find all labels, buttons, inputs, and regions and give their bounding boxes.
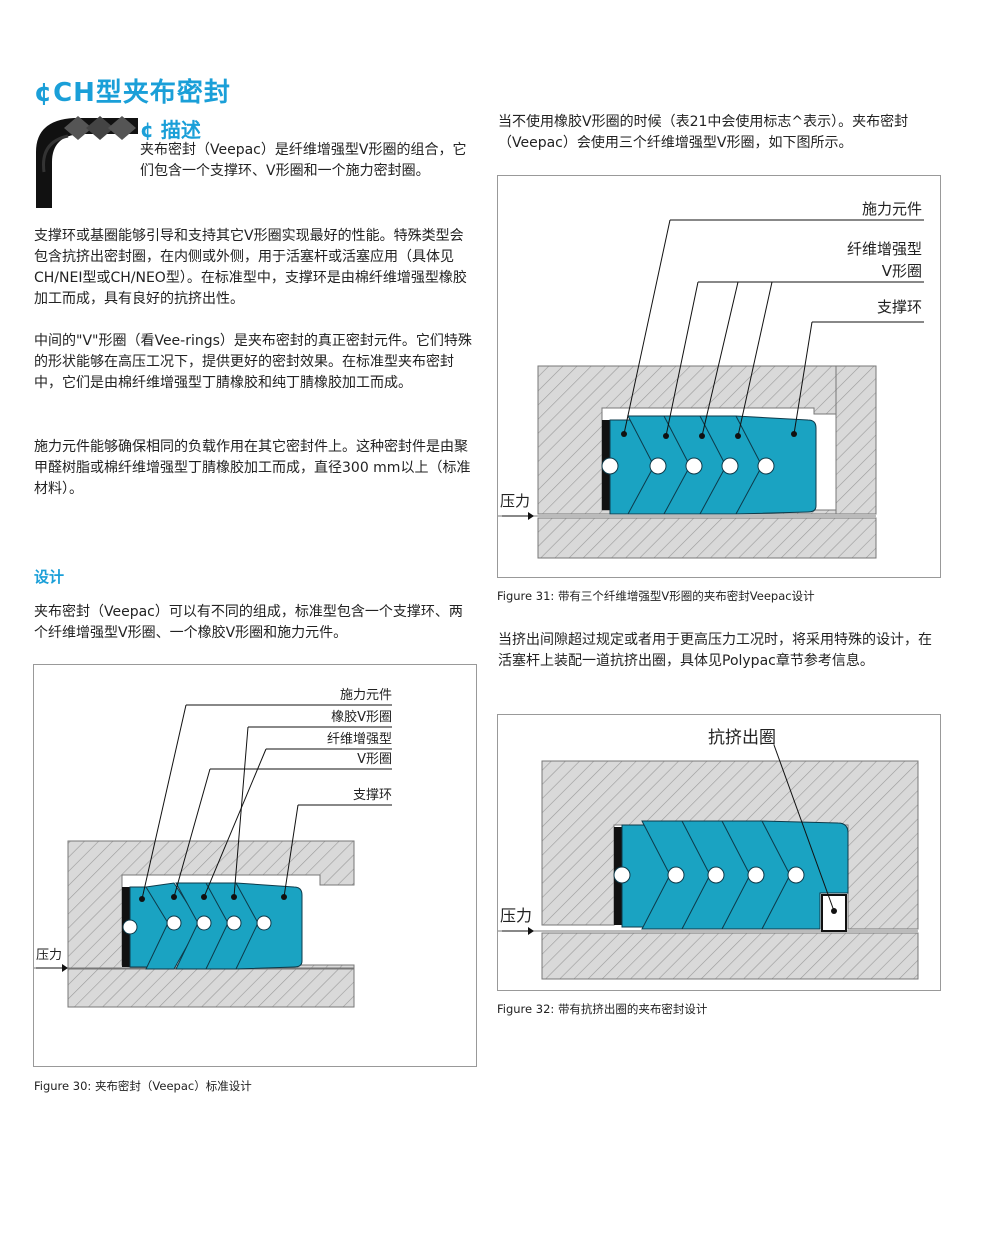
design-heading: 设计 — [34, 568, 65, 586]
seal-stack — [601, 415, 817, 515]
figure-30-caption: Figure 30: 夹布密封（Veepac）标准设计 — [34, 1079, 252, 1093]
figure-32: 抗挤出圈 压力 — [497, 714, 941, 991]
figure-31-caption: Figure 31: 带有三个纤维增强型V形圈的夹布密封Veepac设计 — [497, 589, 815, 603]
design-paragraph: 夹布密封（Veepac）可以有不同的组成，标准型包含一个支撑环、两个纤维增强型V… — [34, 604, 463, 641]
label-v-ring: V形圈 — [357, 752, 392, 767]
section-subtitle: ¢ 描述 — [140, 118, 201, 142]
figure-31: 施力元件 纤维增强型 V形圈 支撑环 压力 — [497, 175, 941, 578]
figure-30: 施力元件 橡胶V形圈 纤维增强型 V形圈 支撑环 压力 — [33, 664, 477, 1067]
label-support-ring: 支撑环 — [353, 788, 392, 803]
label-pressure-element: 施力元件 — [862, 200, 922, 218]
intro-paragraph: 夹布密封（Veepac）是纤维增强型V形圈的组合，它们包含一个支撑环、V形圈和一… — [140, 142, 467, 179]
paragraph-anti-extrusion: 当挤出间隙超过规定或者用于更高压力工况时，将采用特殊的设计，在活塞杆上装配一道抗… — [498, 632, 932, 669]
label-v-ring: V形圈 — [882, 262, 922, 280]
seal-product-image — [36, 116, 138, 208]
label-support-ring: 支撑环 — [877, 298, 922, 316]
pressure-label: 压力 — [500, 906, 532, 925]
seal-stack — [613, 820, 849, 932]
pressure-label: 压力 — [36, 948, 62, 963]
label-anti-extrusion: 抗挤出圈 — [708, 728, 776, 748]
label-pressure-element: 施力元件 — [340, 688, 392, 703]
label-fiber-reinforced: 纤维增强型 — [847, 240, 922, 258]
paragraph-no-rubber: 当不使用橡胶V形圈的时候（表21中会使用标志^表示）。夹布密封（Veepac）会… — [498, 114, 909, 151]
label-rubber-v-ring: 橡胶V形圈 — [331, 709, 392, 725]
paragraph-v-rings: 中间的"V"形圈（看Vee-rings）是夹布密封的真正密封元件。它们特殊的形状… — [34, 333, 472, 391]
label-fiber-reinforced: 纤维增强型 — [327, 732, 392, 747]
seal-stack — [122, 882, 303, 970]
page-title: ¢CH型夹布密封 — [34, 78, 231, 108]
paragraph-pressure-element: 施力元件能够确保相同的负载作用在其它密封件上。这种密封件是由聚甲醛树脂或棉纤维增… — [34, 439, 471, 497]
figure-32-caption: Figure 32: 带有抗挤出圈的夹布密封设计 — [497, 1002, 708, 1016]
paragraph-support-ring: 支撑环或基圈能够引导和支持其它V形圈实现最好的性能。特殊类型会包含抗挤出密封圈，… — [34, 228, 467, 307]
pressure-label: 压力 — [500, 492, 530, 510]
